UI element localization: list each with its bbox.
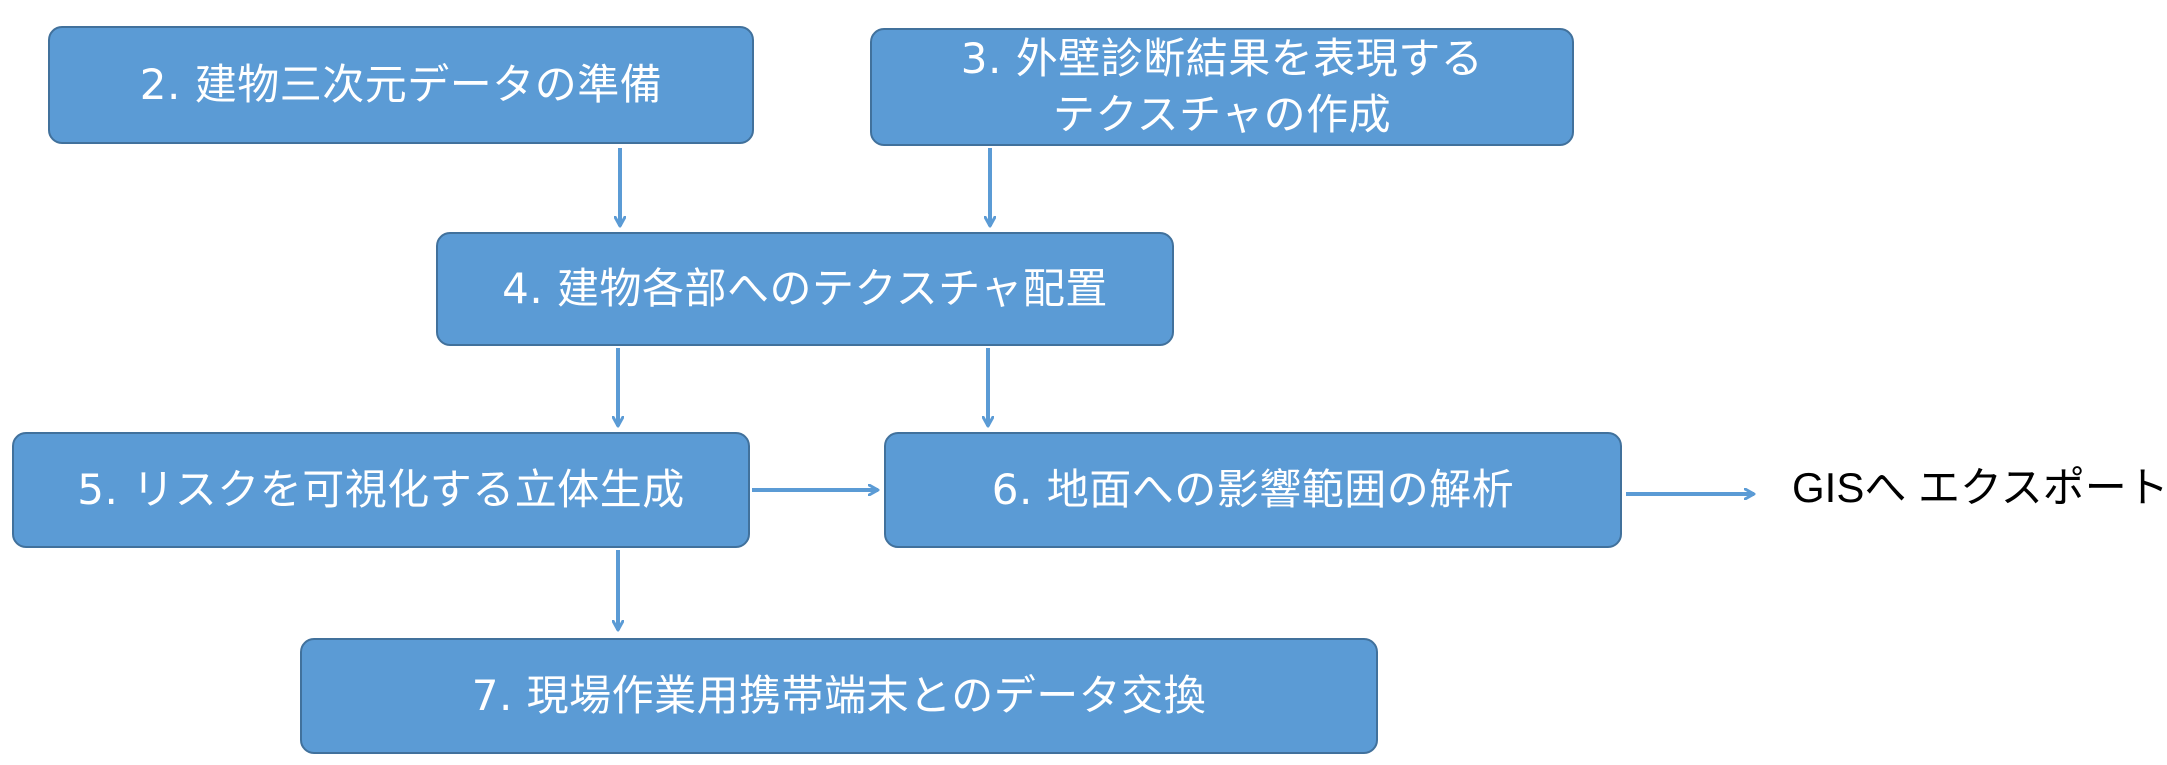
step-7-box: 7. 現場作業用携帯端末とのデータ交換 — [300, 638, 1378, 754]
step-6-box: 6. 地面への影響範囲の解析 — [884, 432, 1622, 548]
step-3-box: 3. 外壁診断結果を表現する テクスチャの作成 — [870, 28, 1574, 146]
step-2-box: 2. 建物三次元データの準備 — [48, 26, 754, 144]
step-5-box: 5. リスクを可視化する立体生成 — [12, 432, 750, 548]
step-4-box: 4. 建物各部へのテクスチャ配置 — [436, 232, 1174, 346]
gis-export-label: GISへ エクスポート — [1792, 464, 2167, 511]
